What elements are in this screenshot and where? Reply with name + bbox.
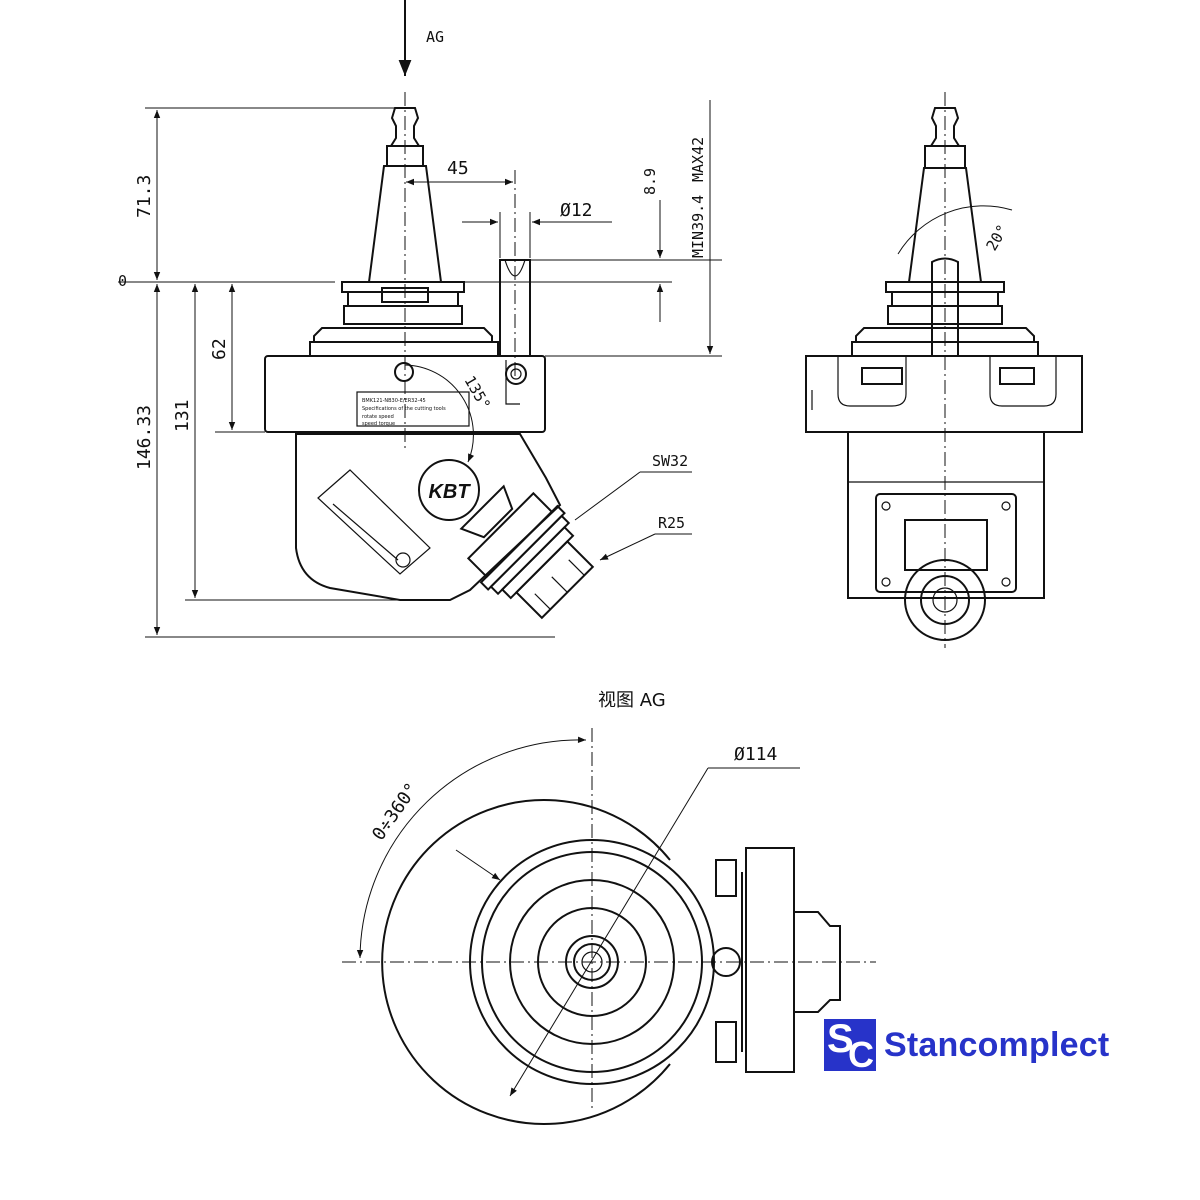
angle-arc-135 (404, 364, 475, 463)
spec-line-1: BMK121-NB30-E/ER32-45 (362, 398, 426, 404)
lock-bracket (505, 360, 520, 405)
dim-0: 0 (118, 272, 127, 290)
side-cover-bolt-1 (881, 501, 891, 511)
side-cover-bolt-2 (1001, 501, 1011, 511)
side-cover-bolt-3 (881, 577, 891, 587)
side-slot-left (837, 356, 907, 407)
side-cover (875, 493, 1017, 593)
front-view: AG BMK121-NB30-E/ER32-45 Specifications … (118, 0, 722, 638)
spec-line-2: Specifications of the cutting tools (362, 406, 446, 412)
logo-mark-s: S (827, 1017, 854, 1061)
logo-mark-c: C (848, 1034, 874, 1075)
angled-body (295, 433, 562, 601)
housing-hole (394, 362, 414, 382)
leader-r25 (599, 533, 656, 561)
leader-sw32 (574, 471, 641, 521)
side-cover-bolt-4 (1001, 577, 1011, 587)
angled-plate-line (332, 503, 399, 561)
flange-plate (313, 327, 493, 343)
direction-arrow-box (459, 484, 514, 539)
angled-spindle (459, 484, 595, 620)
dim-146-33: 146.33 (134, 405, 155, 470)
collet-slot-2 (551, 576, 568, 593)
dim-20: 20° (983, 221, 1012, 253)
angle-arc-20 (897, 205, 1013, 255)
ag-screw-top (715, 859, 737, 897)
lock-screw-inner (510, 368, 522, 380)
ag-side-block (745, 847, 795, 1073)
dim-sw32: SW32 (652, 452, 688, 470)
brand-logo-text: KBT (428, 481, 471, 503)
ag-collet-side (793, 911, 841, 1013)
flange-2 (347, 291, 459, 307)
flange-base (309, 341, 499, 357)
dim-line-d114 (509, 767, 709, 1097)
angled-plate (317, 469, 431, 575)
dim-d12: Ø12 (560, 200, 593, 221)
stancomplect-logo: S C Stancomplect (824, 1017, 1110, 1075)
view-arrow-label: AG (426, 28, 444, 46)
brand-logo-ring (418, 459, 480, 521)
ag-notch-leader (455, 849, 501, 881)
collet-slot-3 (568, 559, 585, 576)
view-ag: 0÷360° Ø114 (342, 728, 876, 1125)
flange-3 (343, 305, 463, 325)
view-ag-title: 视图 AG (598, 690, 666, 711)
collet-slot-1 (534, 593, 551, 610)
side-screw-right (999, 367, 1035, 385)
dim-135: 135° (461, 373, 495, 413)
logo-mark-icon: S C (824, 1017, 876, 1075)
dim-8-9: 8.9 (641, 168, 659, 195)
side-slot-right (989, 356, 1057, 407)
side-screw-left (861, 367, 903, 385)
lock-screw (505, 363, 527, 385)
dim-71-3: 71.3 (134, 175, 155, 218)
ag-screw-bottom (715, 1021, 737, 1063)
dim-r25: R25 (658, 514, 685, 532)
logo-text: Stancomplect (884, 1025, 1110, 1064)
side-stop-block (931, 257, 959, 357)
collet-nut (515, 540, 595, 620)
side-hex-nut (904, 519, 988, 571)
side-view: 20° (805, 92, 1083, 648)
side-body (847, 431, 1045, 599)
ag-rotation-arc (356, 736, 587, 959)
spec-line-4: speed torque (362, 421, 395, 427)
dim-62: 62 (209, 338, 230, 360)
dim-45: 45 (447, 158, 469, 179)
dim-131: 131 (172, 399, 193, 432)
dim-d114: Ø114 (734, 744, 777, 765)
dim-rotation: 0÷360° (368, 779, 423, 844)
dim-min: MIN39.4 (689, 195, 707, 258)
dim-max: MAX42 (689, 137, 707, 182)
side-collet-bore (932, 587, 958, 613)
spec-line-3: rotate speed (362, 414, 394, 420)
side-housing (805, 355, 1083, 433)
angled-plate-mark (395, 552, 411, 568)
side-flange-3 (887, 305, 1003, 325)
